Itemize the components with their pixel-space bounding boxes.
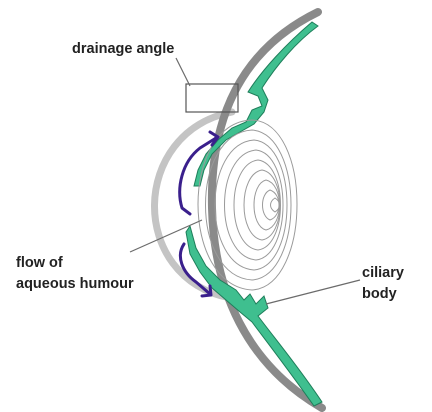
flow-label-line1: flow of [16, 255, 63, 271]
flow-label-line2: aqueous humour [16, 276, 134, 292]
lens-ring [271, 198, 280, 212]
ciliary-label-line2: body [362, 286, 397, 302]
drainage-angle-leader [176, 58, 190, 86]
lower-ciliary-tissue [186, 226, 322, 406]
ciliary-body-leader [266, 280, 360, 304]
drainage-angle-label: drainage angle [72, 41, 174, 57]
lens-ring [254, 180, 280, 230]
lens-ring [215, 140, 287, 270]
ciliary-label-line1: ciliary [362, 265, 404, 281]
lens-ring [234, 160, 281, 250]
